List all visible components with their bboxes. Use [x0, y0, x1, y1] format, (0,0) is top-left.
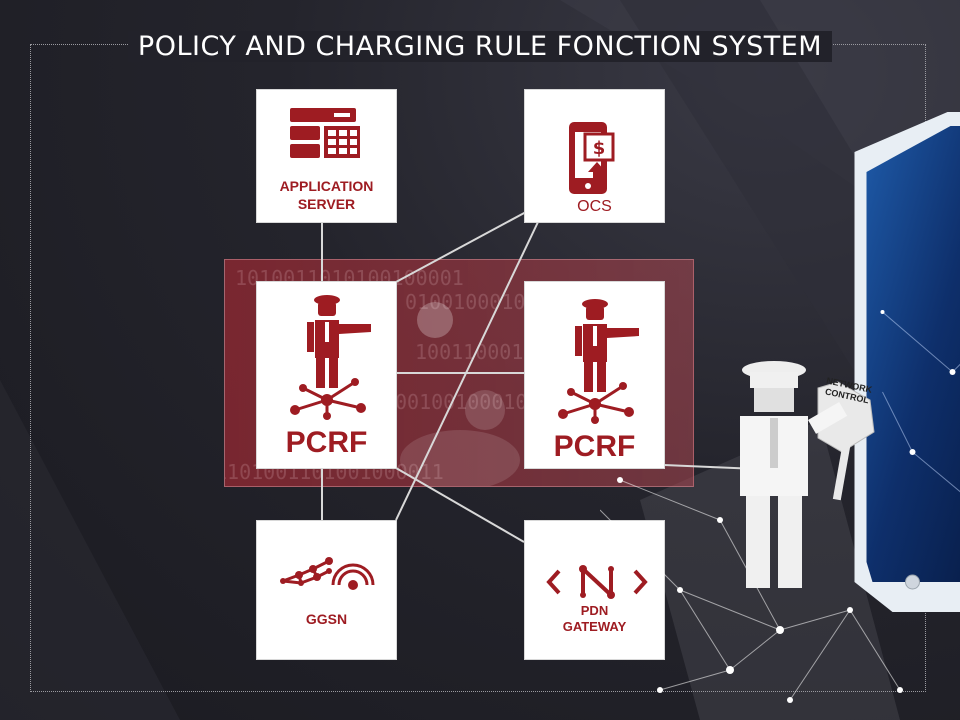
ocs-node: $ OCS [524, 89, 665, 223]
app-server-label-2: SERVER [257, 196, 396, 212]
policeman-network-icon [553, 296, 643, 424]
ocs-label: OCS [525, 198, 664, 216]
app-server-label-1: APPLICATION [257, 178, 396, 194]
line-ocs-pcrf-left [396, 212, 526, 282]
pcrf-left-node: PCRF [256, 281, 397, 469]
line-pcrf-pdn [396, 468, 524, 542]
line-ocs-ggsn [396, 222, 538, 520]
policeman-network-icon [285, 292, 375, 420]
pcrf-left-label: PCRF [257, 426, 396, 460]
svg-text:$: $ [593, 138, 606, 159]
ggsn-node: GGSN [256, 520, 397, 660]
ggsn-label: GGSN [257, 611, 396, 627]
server-icon [290, 108, 362, 160]
application-server-node: APPLICATION SERVER [256, 89, 397, 223]
mobile-payment-icon: $ [567, 120, 625, 200]
network-wifi-icon [279, 555, 379, 595]
